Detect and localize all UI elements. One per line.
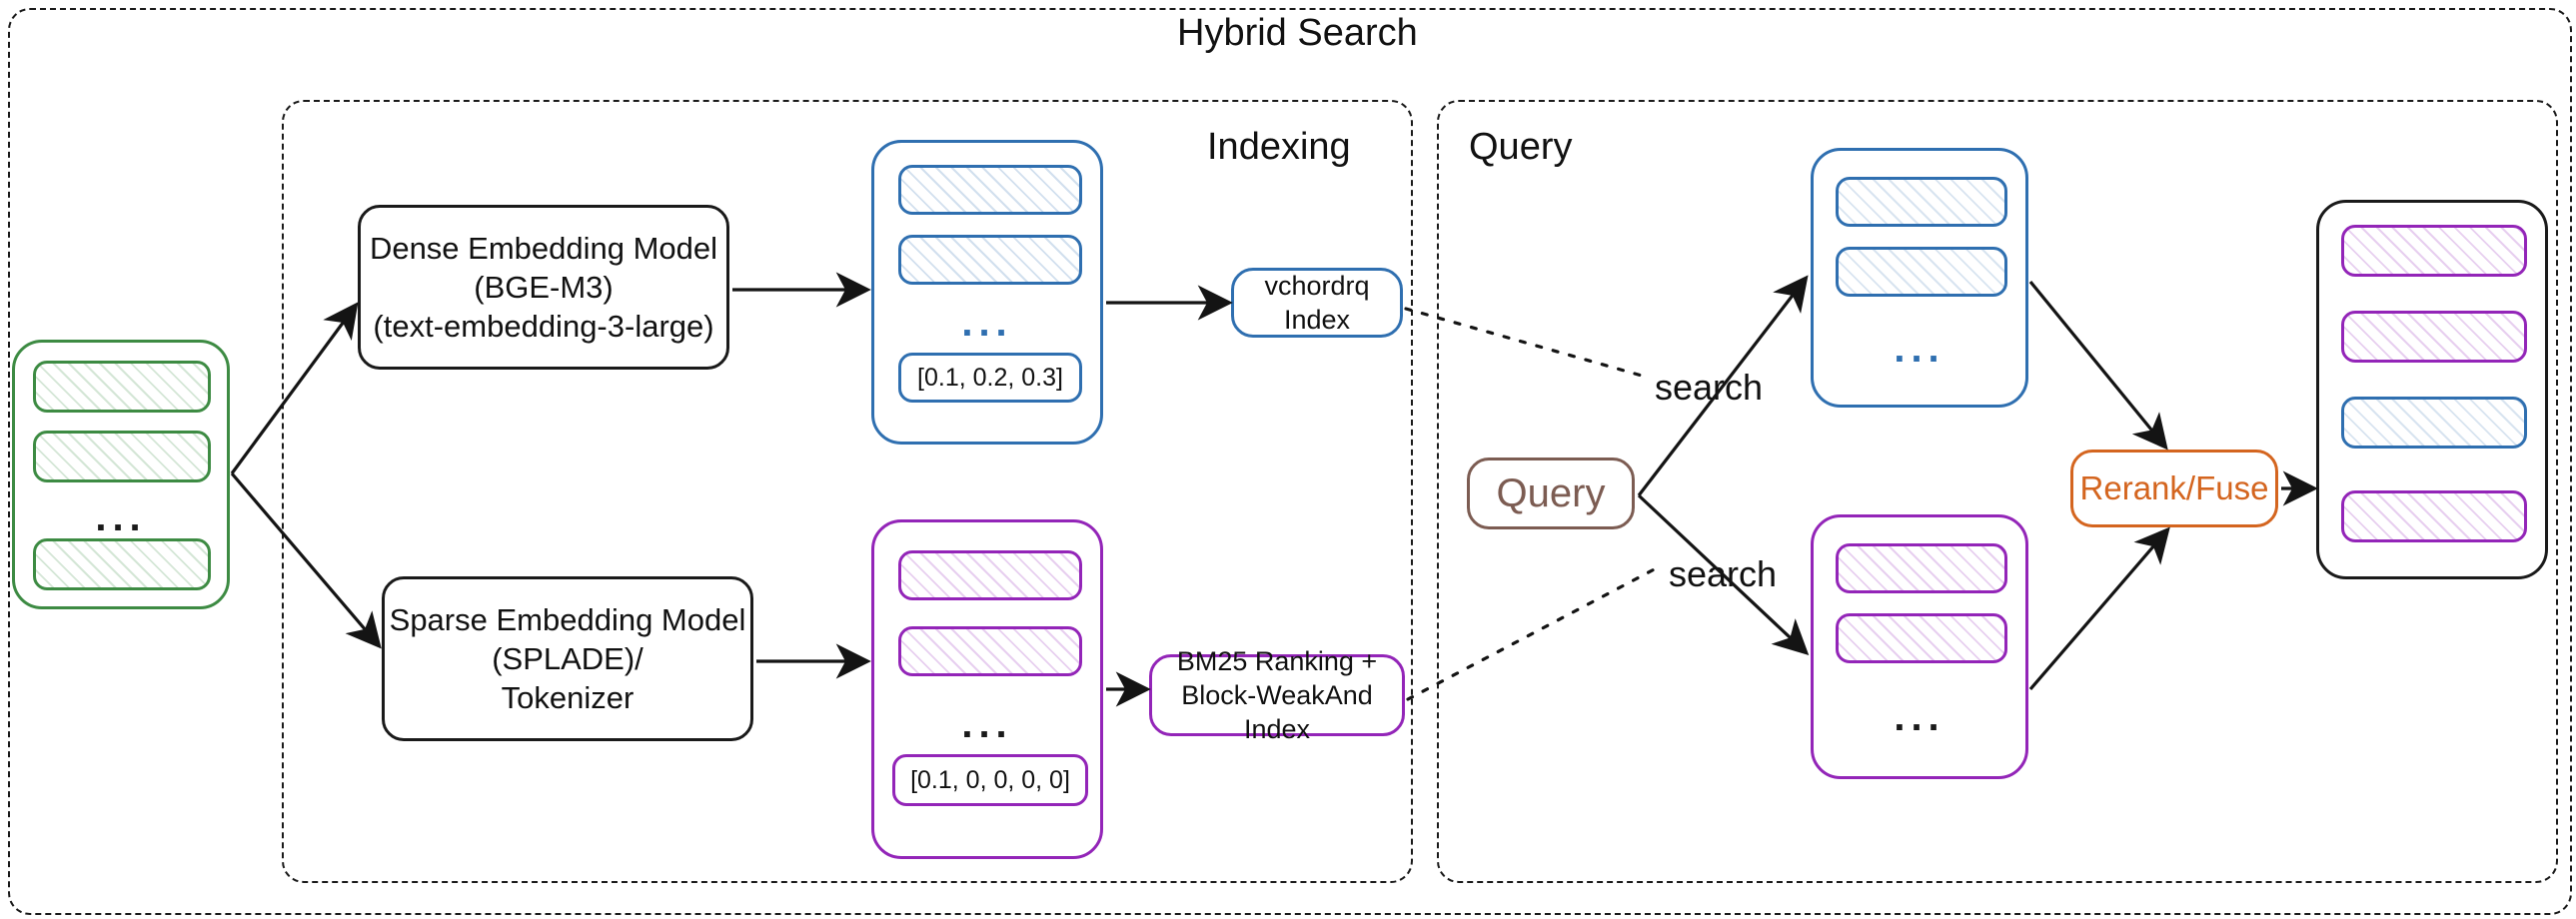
- sparse-vector-chip: [898, 626, 1082, 676]
- rerank-fuse-label: Rerank/Fuse: [2079, 469, 2269, 507]
- bm25-index-line1: BM25 Ranking +: [1176, 645, 1378, 676]
- bm25-index-line2: Block-WeakAnd Index: [1181, 680, 1373, 745]
- fused-result-chip: [2341, 490, 2527, 542]
- dense-vector-stack: ... [0.1, 0.2, 0.3]: [871, 140, 1103, 445]
- sparse-result-ellipsis: ...: [1894, 695, 1945, 739]
- group-hybrid-search: [8, 8, 2572, 915]
- source-document-chip: [33, 538, 211, 590]
- sparse-embedding-model-node: Sparse Embedding Model (SPLADE)/ Tokeniz…: [382, 576, 753, 741]
- diagram-title: Hybrid Search: [1177, 12, 1418, 54]
- sparse-result-chip: [1836, 543, 2007, 593]
- vchordrq-index-line1: vchordrq: [1264, 270, 1370, 301]
- vchordrq-index-line2: Index: [1283, 305, 1351, 335]
- group-query: [1437, 100, 2558, 883]
- source-stack-ellipsis: ...: [95, 495, 147, 539]
- dense-vector-chip: [898, 235, 1082, 285]
- dense-model-line3: (text-embedding-3-large): [373, 309, 714, 345]
- query-node[interactable]: Query: [1467, 458, 1635, 529]
- sparse-model-line2: (SPLADE)/: [492, 640, 644, 676]
- fused-result-chip: [2341, 397, 2527, 449]
- sparse-stack-ellipsis: ...: [961, 702, 1013, 746]
- edge-label-search-sparse: search: [1669, 553, 1778, 594]
- dense-model-line2: (BGE-M3): [474, 269, 614, 305]
- fused-result-chip: [2341, 225, 2527, 277]
- rerank-fuse-node[interactable]: Rerank/Fuse: [2070, 450, 2278, 527]
- dense-embedding-model-node: Dense Embedding Model (BGE-M3) (text-emb…: [358, 205, 729, 370]
- sparse-vector-chip: [898, 550, 1082, 600]
- dense-result-ellipsis: ...: [1894, 327, 1945, 371]
- dense-result-chip: [1836, 177, 2007, 227]
- sparse-result-chip: [1836, 613, 2007, 663]
- source-document-chip: [33, 431, 211, 482]
- dense-vector-value: [0.1, 0.2, 0.3]: [898, 353, 1082, 403]
- dense-vector-chip: [898, 165, 1082, 215]
- fused-result-stack: [2316, 200, 2548, 579]
- sparse-vector-value: [0.1, 0, 0, 0, 0]: [892, 754, 1088, 806]
- sparse-model-line3: Tokenizer: [501, 680, 635, 716]
- query-node-label: Query: [1496, 470, 1606, 515]
- section-label-query: Query: [1469, 126, 1573, 168]
- sparse-vector-stack: ... [0.1, 0, 0, 0, 0]: [871, 519, 1103, 859]
- dense-stack-ellipsis: ...: [961, 301, 1013, 345]
- source-document-chip: [33, 361, 211, 413]
- fused-result-chip: [2341, 311, 2527, 363]
- section-label-indexing: Indexing: [1207, 126, 1351, 168]
- vchordrq-index-node: vchordrq Index: [1231, 268, 1403, 338]
- dense-model-line1: Dense Embedding Model: [369, 230, 718, 266]
- sparse-model-line1: Sparse Embedding Model: [389, 601, 746, 637]
- sparse-result-stack: ...: [1811, 514, 2028, 779]
- edge-label-search-dense: search: [1655, 367, 1764, 408]
- bm25-index-node: BM25 Ranking + Block-WeakAnd Index: [1149, 646, 1405, 744]
- dense-result-chip: [1836, 247, 2007, 297]
- source-document-stack: ...: [12, 340, 230, 609]
- dense-result-stack: ...: [1811, 148, 2028, 408]
